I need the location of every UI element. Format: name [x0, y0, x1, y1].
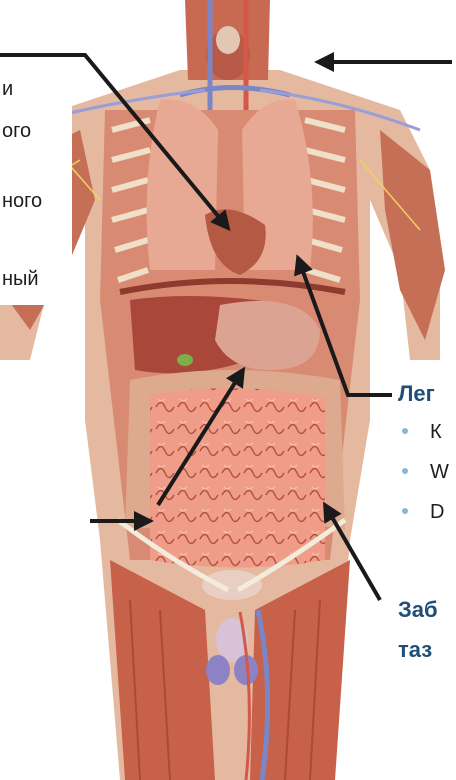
left-label-1: и — [2, 78, 13, 101]
left-label-2: ого — [2, 120, 31, 143]
right-heading-2b: таз — [398, 637, 432, 663]
bullet-icon — [402, 508, 408, 514]
bullet-item-2: W — [402, 461, 449, 484]
left-label-4: ный — [2, 268, 39, 291]
right-heading-2a: Заб — [398, 597, 438, 623]
bullet-icon — [402, 468, 408, 474]
bullet-icon — [402, 428, 408, 434]
bullet-item-3: D — [402, 501, 444, 524]
bullet-item-1: К — [402, 421, 442, 444]
bullet-text-3: D — [430, 501, 444, 523]
left-label-3: ного — [2, 190, 42, 213]
bullet-text-2: W — [430, 461, 449, 483]
bullet-text-1: К — [430, 421, 442, 443]
right-heading-1: Лег — [398, 381, 435, 407]
